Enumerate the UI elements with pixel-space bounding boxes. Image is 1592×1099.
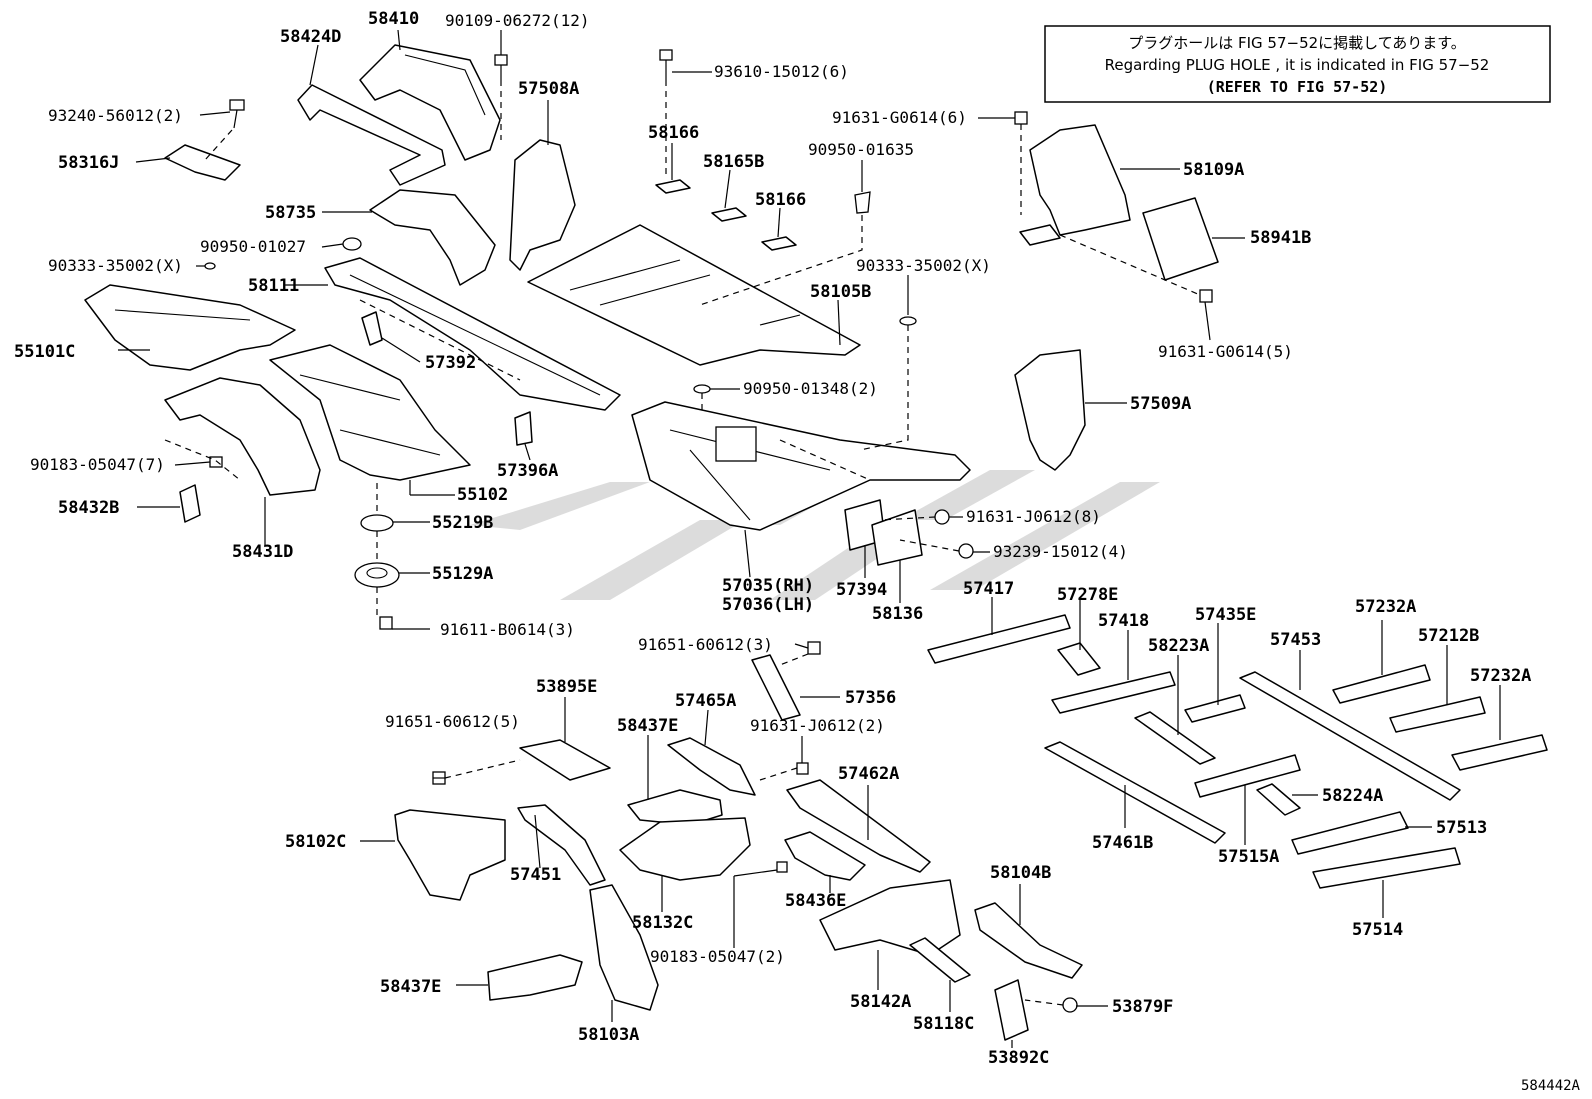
label-53879F: 53879F <box>1112 997 1173 1017</box>
label-90333-35002-left: 90333-35002(X) <box>48 256 183 275</box>
label-57278E: 57278E <box>1057 585 1118 605</box>
label-58436E: 58436E <box>785 891 846 911</box>
label-57451: 57451 <box>510 865 561 885</box>
note-box: プラグホールは FIG 57−52に掲載してあります。 Regarding PL… <box>1044 25 1551 103</box>
label-53895E: 53895E <box>536 677 597 697</box>
label-90183-05047-2: 90183-05047(2) <box>650 947 785 966</box>
label-57417: 57417 <box>963 579 1014 599</box>
label-58109A: 58109A <box>1183 160 1244 180</box>
label-57036-lh: 57036(LH) <box>722 595 814 615</box>
label-90109-06272: 90109-06272(12) <box>445 11 590 30</box>
label-91631-J0612-2: 91631-J0612(2) <box>750 716 885 735</box>
label-93239-15012: 93239-15012(4) <box>993 542 1128 561</box>
label-57418: 57418 <box>1098 611 1149 631</box>
label-57513: 57513 <box>1436 818 1487 838</box>
label-58437E-bottom: 58437E <box>380 977 441 997</box>
label-57453: 57453 <box>1270 630 1321 650</box>
label-58136: 58136 <box>872 604 923 624</box>
label-55219B: 55219B <box>432 513 493 533</box>
label-57515A: 57515A <box>1218 847 1279 867</box>
label-57392: 57392 <box>425 353 476 373</box>
label-58431D: 58431D <box>232 542 293 562</box>
label-58105B: 58105B <box>810 282 871 302</box>
label-58111: 58111 <box>248 276 299 296</box>
label-91631-J0612-8: 91631-J0612(8) <box>966 507 1101 526</box>
label-58223A: 58223A <box>1148 636 1209 656</box>
label-58132C: 58132C <box>632 913 693 933</box>
label-58941B: 58941B <box>1250 228 1311 248</box>
label-91651-60612-5: 91651-60612(5) <box>385 712 520 731</box>
label-58410: 58410 <box>368 9 419 29</box>
label-91611-B0614: 91611-B0614(3) <box>440 620 575 639</box>
label-90333-35002-right: 90333-35002(X) <box>856 256 991 275</box>
figure-code: 584442A <box>1521 1078 1581 1094</box>
label-90950-01027: 90950-01027 <box>200 237 306 256</box>
label-58166-a: 58166 <box>648 123 699 143</box>
label-57461B: 57461B <box>1092 833 1153 853</box>
label-91631-G0614-5: 91631-G0614(5) <box>1158 342 1293 361</box>
label-55101C: 55101C <box>14 342 75 362</box>
label-58104B: 58104B <box>990 863 1051 883</box>
label-58437E-top: 58437E <box>617 716 678 736</box>
part-drawings <box>84 44 1548 1041</box>
label-58432B: 58432B <box>58 498 119 518</box>
label-58424D: 58424D <box>280 27 341 47</box>
label-58142A: 58142A <box>850 992 911 1012</box>
label-58224A: 58224A <box>1322 786 1383 806</box>
part-labels: 58424D 58410 90109-06272(12) 93610-15012… <box>14 9 1581 1094</box>
label-90950-01348: 90950-01348(2) <box>743 379 878 398</box>
label-57232A-right: 57232A <box>1470 666 1531 686</box>
label-90950-01635: 90950-01635 <box>808 140 914 159</box>
label-57396A: 57396A <box>497 461 558 481</box>
label-91631-G0614-6: 91631-G0614(6) <box>832 108 967 127</box>
label-58316J: 58316J <box>58 153 119 173</box>
label-90183-05047-7: 90183-05047(7) <box>30 455 165 474</box>
label-58166-b: 58166 <box>755 190 806 210</box>
label-91651-60612-3: 91651-60612(3) <box>638 635 773 654</box>
label-57514: 57514 <box>1352 920 1403 940</box>
label-55129A: 55129A <box>432 564 493 584</box>
label-53892C: 53892C <box>988 1048 1049 1068</box>
label-58103A: 58103A <box>578 1025 639 1045</box>
dashed-links <box>164 80 1201 1006</box>
note-line-2: Regarding PLUG HOLE , it is indicated in… <box>1105 56 1490 74</box>
label-57508A: 57508A <box>518 79 579 99</box>
label-57394: 57394 <box>836 580 887 600</box>
label-55102: 55102 <box>457 485 508 505</box>
label-93240-56012: 93240-56012(2) <box>48 106 183 125</box>
label-57465A: 57465A <box>675 691 736 711</box>
label-57035-rh: 57035(RH) <box>722 576 814 596</box>
label-57356: 57356 <box>845 688 896 708</box>
label-58165B: 58165B <box>703 152 764 172</box>
leader-lines <box>118 29 1501 1048</box>
label-93610-15012: 93610-15012(6) <box>714 62 849 81</box>
note-line-3: (REFER TO FIG 57-52) <box>1207 78 1388 96</box>
label-57462A: 57462A <box>838 764 899 784</box>
label-58735: 58735 <box>265 203 316 223</box>
label-57212B: 57212B <box>1418 626 1479 646</box>
label-58102C: 58102C <box>285 832 346 852</box>
note-line-1: プラグホールは FIG 57−52に掲載してあります。 <box>1128 34 1466 52</box>
label-57232A-top: 57232A <box>1355 597 1416 617</box>
label-58118C: 58118C <box>913 1014 974 1034</box>
label-57435E: 57435E <box>1195 605 1256 625</box>
label-57509A: 57509A <box>1130 394 1191 414</box>
